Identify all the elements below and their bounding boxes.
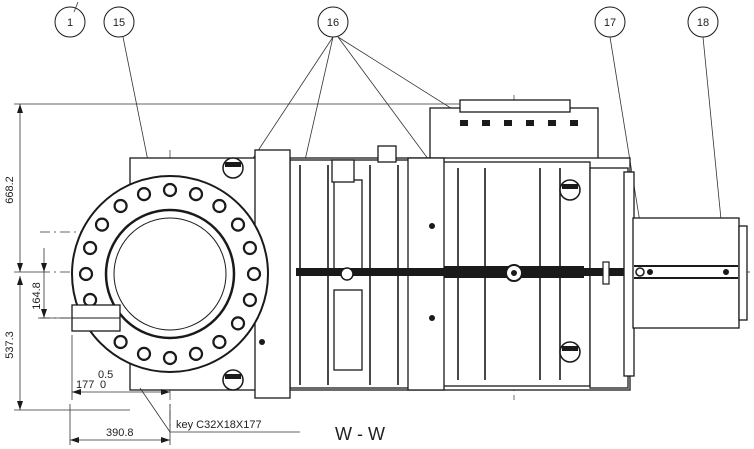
shaft-housing [602, 171, 748, 377]
key-spec-note: key C32X18X177 [176, 419, 262, 431]
dimension-lines [14, 103, 460, 445]
balloon-17-label: 17 [604, 17, 616, 29]
bolt-hole [162, 182, 178, 198]
dim-height-lower: 537.3 [4, 331, 16, 359]
bolt-hole [212, 334, 227, 350]
dim-offset-base: 177 [76, 379, 94, 391]
bolt-hole [230, 217, 246, 232]
flange-bolt-holes [78, 182, 262, 366]
dim-offset-tol-lower: 0 [100, 379, 106, 391]
dim-height-total: 668.2 [4, 176, 16, 204]
balloon-16-label: 16 [327, 17, 339, 29]
inlet-flange [71, 175, 269, 373]
side-pipe [71, 304, 121, 332]
bolt-hole [188, 346, 204, 361]
bolt-hole [230, 316, 246, 331]
bolt-hole [188, 187, 204, 202]
bolt-hole [212, 198, 227, 214]
balloon-18-label: 18 [697, 17, 709, 29]
view-label: W - W [335, 424, 385, 444]
bolt-hole [242, 240, 257, 256]
dim-width-key: 390.8 [106, 427, 134, 439]
bolt-hole [82, 240, 98, 256]
bolt-hole [113, 198, 128, 214]
balloon-1-label: 1 [67, 17, 73, 29]
dim-height-small: 164.8 [31, 282, 43, 310]
bolt-hole [113, 334, 128, 350]
bolt-hole [162, 350, 178, 366]
bolt-hole [82, 292, 98, 308]
bolt-hole [78, 266, 94, 282]
bolt-hole [242, 292, 257, 308]
balloon-15-label: 15 [113, 17, 125, 29]
bolt-hole [136, 187, 152, 202]
dim-offset-tol-upper: 0.5 [98, 369, 113, 381]
bolt-hole [246, 266, 262, 282]
bolt-hole [94, 217, 110, 232]
bolt-hole [136, 346, 152, 361]
balloon-1: 1 [54, 1, 86, 38]
